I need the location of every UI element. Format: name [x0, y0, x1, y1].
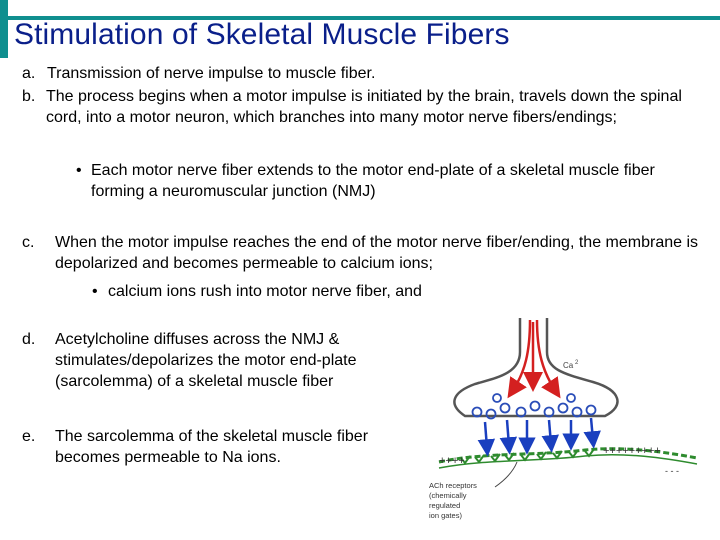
list-item-a: a. Transmission of nerve impulse to musc…	[22, 63, 712, 84]
receptor-pointer	[494, 461, 518, 488]
positive-charges-left: ++++	[439, 455, 465, 467]
list-item-d: d. Acetylcholine diffuses across the NMJ…	[22, 329, 437, 392]
receptor-label-line: ion gates)	[429, 511, 462, 520]
list-marker: e.	[22, 428, 36, 445]
list-item-text: The process begins when a motor impulse …	[46, 88, 682, 126]
nerve-terminal-outline	[453, 318, 619, 418]
bullet-text: Each motor nerve fiber extends to the mo…	[91, 162, 655, 200]
calcium-arrow	[535, 319, 561, 399]
list-item-b: b. The process begins when a motor impul…	[22, 86, 714, 128]
ach-receptors	[460, 448, 595, 465]
negative-charges-right: - - -	[665, 466, 679, 476]
bullet-dot: •	[76, 162, 82, 179]
list-item-c: c. When the motor impulse reaches the en…	[22, 232, 714, 274]
list-marker: a.	[22, 65, 36, 82]
vesicles	[471, 393, 597, 420]
nmj-diagram: Ca 2 ++++ +++++++++ - - -	[429, 318, 698, 520]
calcium-arrow	[507, 319, 532, 399]
bullet-text: calcium ions rush into motor nerve fiber…	[108, 283, 422, 300]
bullet-item-calcium: • calcium ions rush into motor nerve fib…	[92, 281, 592, 302]
list-marker: d.	[22, 331, 36, 348]
list-item-text: When the motor impulse reaches the end o…	[55, 234, 699, 272]
acetylcholine-arrows	[477, 417, 601, 457]
calcium-superscript: 2	[575, 360, 579, 366]
receptor-label-line: regulated	[429, 501, 460, 510]
receptor-label-line: ACh receptors	[429, 481, 477, 490]
accent-bar-horizontal	[8, 16, 720, 20]
slide-title: Stimulation of Skeletal Muscle Fibers	[14, 18, 510, 51]
list-item-text: Acetylcholine diffuses across the NMJ & …	[55, 331, 357, 390]
positive-charges-right: +++++++++	[603, 445, 661, 457]
list-marker: c.	[22, 234, 35, 251]
accent-bar-vertical	[0, 0, 8, 58]
calcium-label: Ca	[563, 361, 574, 370]
bullet-dot: •	[92, 283, 98, 300]
list-marker: b.	[22, 88, 36, 105]
list-item-e: e. The sarcolemma of the skeletal muscle…	[22, 426, 422, 468]
list-item-text: The sarcolemma of the skeletal muscle fi…	[55, 428, 369, 466]
list-item-text: Transmission of nerve impulse to muscle …	[47, 65, 376, 82]
receptor-label-line: (chemically	[429, 491, 467, 500]
bullet-item-nmj: • Each motor nerve fiber extends to the …	[76, 160, 712, 202]
